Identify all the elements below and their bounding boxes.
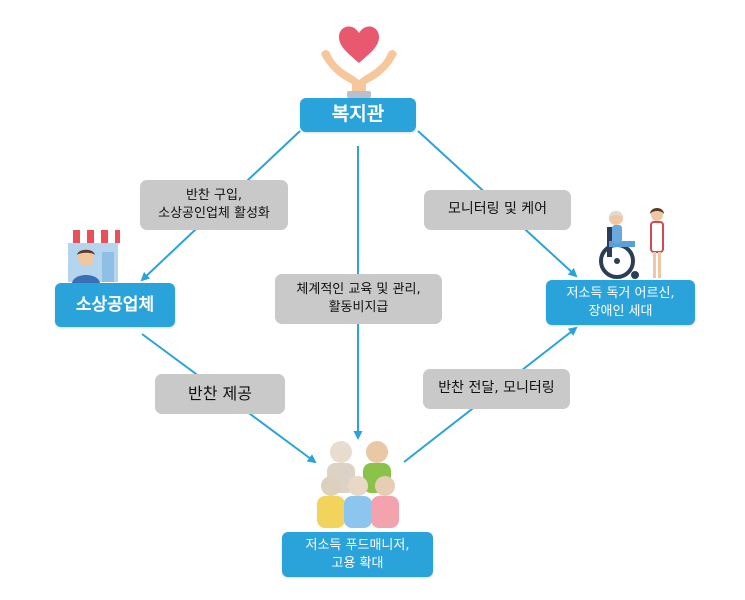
welfare-center-node: 복지관 [300, 98, 416, 132]
monitoring-care-edge-label: 모니터링 및 케어 [424, 190, 571, 230]
welfare-center-label: 복지관 [331, 103, 385, 126]
small-business-label: 소상공업체 [75, 294, 155, 315]
purchase-label-line-2: 소상공인업체 활성화 [158, 206, 270, 221]
education-label-line-2: 활동비지급 [328, 300, 389, 315]
education-label-line-1: 체계적인 교육 및 관리, [296, 281, 421, 297]
food-manager-label-line-2: 고용 확대 [331, 555, 384, 571]
food-manager-node: 저소득 푸드매니저, 고용 확대 [282, 532, 433, 577]
purchase-label-line-1: 반찬 구입, [185, 187, 243, 203]
side-dish-supply-label: 반찬 제공 [188, 383, 252, 403]
monitoring-care-label: 모니터링 및 케어 [447, 201, 548, 218]
education-edge-label: 체계적인 교육 및 관리, 활동비지급 [275, 274, 442, 324]
delivery-monitoring-label: 반찬 전달, 모니터링 [438, 380, 555, 397]
delivery-monitoring-edge-label: 반찬 전달, 모니터링 [423, 369, 570, 409]
small-business-node: 소상공업체 [55, 283, 175, 327]
vulnerable-households-node: 저소득 독거 어르신, 장애인 세대 [546, 280, 695, 325]
vulnerable-label-line-2: 장애인 세대 [588, 303, 653, 319]
shop-owner-icon [66, 230, 120, 284]
elderly-group-icon [317, 441, 399, 528]
vulnerable-label-line-1: 저소득 독거 어르신, [566, 285, 675, 301]
purchase-edge-label: 반찬 구입, 소상공인업체 활성화 [140, 180, 288, 230]
heart-in-hands-icon [321, 26, 397, 98]
food-manager-label-line-1: 저소득 푸드매니저, [305, 537, 410, 553]
wheelchair-caregiver-icon [599, 208, 664, 279]
side-dish-supply-edge-label: 반찬 제공 [155, 374, 285, 414]
